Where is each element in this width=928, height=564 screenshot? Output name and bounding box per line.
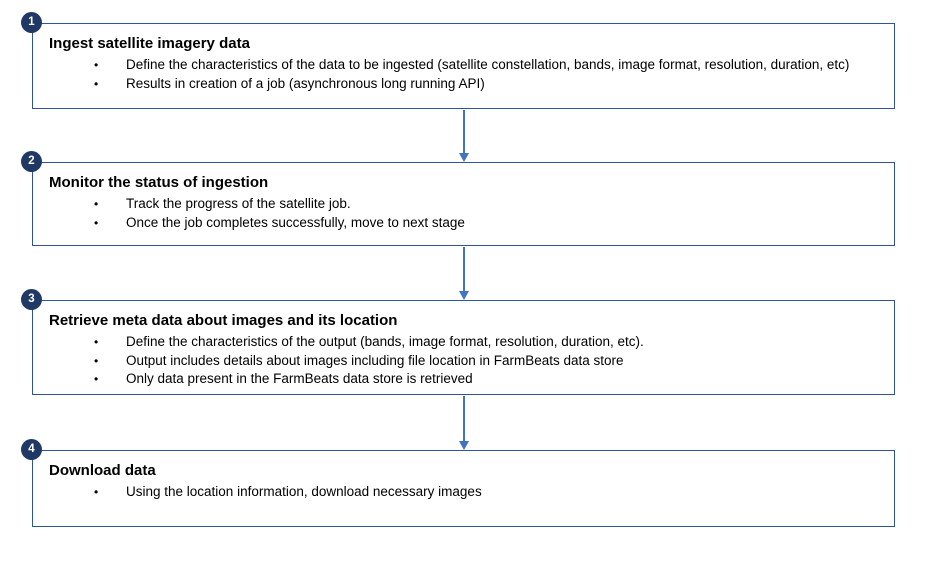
bullet-list: • Define the characteristics of the outp… — [49, 333, 880, 389]
flow-arrow-down — [458, 396, 469, 450]
bullet-text: Define the characteristics of the data t… — [126, 57, 850, 72]
step-number: 2 — [28, 154, 35, 167]
arrowhead-icon — [458, 153, 469, 162]
step-number-badge: 2 — [21, 151, 42, 172]
step-number: 3 — [28, 292, 35, 305]
step-number: 1 — [28, 15, 35, 28]
step-box-3: 3 Retrieve meta data about images and it… — [21, 289, 895, 395]
bullet-icon: • — [94, 353, 99, 368]
bullet-list: • Define the characteristics of the data… — [49, 56, 880, 93]
step-content: Ingest satellite imagery data • Define t… — [33, 24, 894, 93]
bullet-list: • Track the progress of the satellite jo… — [49, 195, 880, 232]
bullet-text: Output includes details about images inc… — [126, 352, 624, 368]
bullet-text: Using the location information, download… — [126, 484, 482, 499]
bullet-item: • Using the location information, downlo… — [49, 483, 880, 502]
arrow-line — [462, 396, 465, 441]
step-box-4: 4 Download data • Using the location inf… — [21, 439, 895, 527]
step-number: 4 — [28, 442, 35, 455]
bullet-item: • Only data present in the FarmBeats dat… — [49, 370, 880, 389]
step-title: Monitor the status of ingestion — [49, 174, 269, 191]
step-number-badge: 3 — [21, 289, 42, 310]
bullet-item: • Define the characteristics of the outp… — [49, 333, 880, 352]
bullet-icon: • — [94, 197, 99, 211]
flow-arrow-down — [458, 110, 469, 162]
bullet-item: • Once the job completes successfully, m… — [49, 214, 880, 233]
step-number-badge: 1 — [21, 12, 42, 33]
bullet-item: • Output includes details about images i… — [49, 352, 880, 371]
step-box-1: 1 Ingest satellite imagery data • Define… — [21, 12, 895, 109]
arrow-line — [462, 110, 465, 153]
bullet-list: • Using the location information, downlo… — [49, 483, 880, 502]
bullet-icon: • — [94, 372, 99, 386]
bullet-item: • Results in creation of a job (asynchro… — [49, 75, 880, 94]
step-content: Download data • Using the location infor… — [33, 451, 894, 502]
step-title: Retrieve meta data about images and its … — [49, 312, 398, 329]
step-number-badge: 4 — [21, 439, 42, 460]
bullet-item: • Define the characteristics of the data… — [49, 56, 880, 75]
bullet-text: Results in creation of a job (asynchrono… — [126, 75, 485, 91]
bullet-text: Once the job completes successfully, mov… — [126, 214, 465, 230]
bullet-text: Track the progress of the satellite job. — [126, 196, 351, 211]
arrowhead-icon — [458, 441, 469, 450]
bullet-item: • Track the progress of the satellite jo… — [49, 195, 880, 214]
arrowhead-icon — [458, 291, 469, 300]
step-title: Ingest satellite imagery data — [49, 35, 250, 52]
step-title: Download data — [49, 462, 156, 479]
bullet-icon: • — [94, 335, 99, 349]
bullet-icon: • — [94, 58, 99, 72]
arrow-line — [462, 247, 465, 291]
bullet-text: Define the characteristics of the output… — [126, 334, 644, 349]
bullet-icon: • — [94, 215, 99, 230]
step-content: Monitor the status of ingestion • Track … — [33, 163, 894, 232]
step-content: Retrieve meta data about images and its … — [33, 301, 894, 389]
flow-arrow-down — [458, 247, 469, 300]
bullet-text: Only data present in the FarmBeats data … — [126, 371, 473, 386]
step-box-2: 2 Monitor the status of ingestion • Trac… — [21, 151, 895, 246]
bullet-icon: • — [94, 76, 99, 91]
bullet-icon: • — [94, 485, 99, 499]
